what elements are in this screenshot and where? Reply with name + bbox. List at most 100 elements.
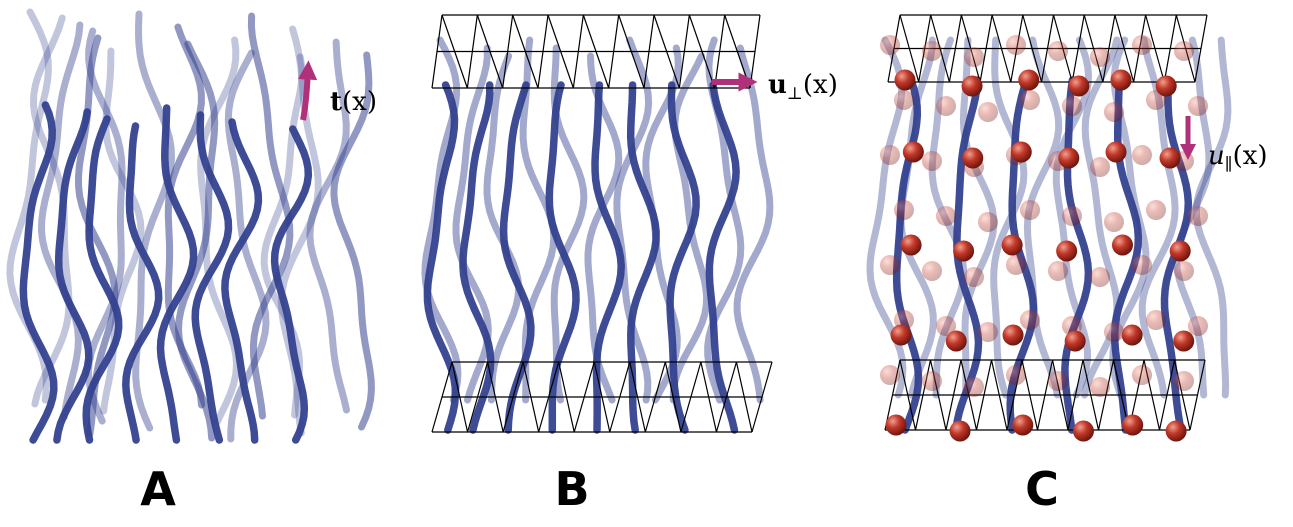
top-lattice-edge	[512, 14, 539, 89]
bead	[880, 145, 900, 165]
top-lattice-edge	[979, 14, 993, 83]
top-lattice-edge	[643, 14, 655, 89]
bottom-lattice-edge	[538, 361, 560, 433]
top-lattice-edge	[899, 14, 920, 83]
bead	[978, 322, 998, 342]
fiber-front	[19, 101, 58, 444]
bead	[1006, 365, 1026, 385]
bead	[978, 102, 998, 122]
bead	[978, 212, 998, 232]
bead	[1062, 96, 1082, 116]
bottom-lattice-edge	[1036, 359, 1054, 431]
bottom-lattice-edge	[573, 361, 595, 433]
bottom-lattice-edge	[629, 361, 646, 433]
top-lattice-edge	[1145, 14, 1165, 83]
bead	[1174, 41, 1194, 61]
bead	[1020, 90, 1040, 110]
bead	[1048, 371, 1068, 391]
panel-a-fibers	[6, 8, 375, 444]
bead	[1110, 69, 1132, 91]
bottom-lattice-edge	[700, 361, 718, 433]
bead	[1188, 96, 1208, 116]
top-lattice-edge	[582, 14, 610, 89]
fiber-back	[306, 38, 350, 414]
bottom-lattice-edge	[593, 361, 611, 433]
bead	[1010, 141, 1032, 163]
bead	[1174, 261, 1194, 281]
bead	[1188, 316, 1208, 336]
panel-label-a: A	[140, 462, 176, 516]
bead	[922, 261, 942, 281]
bead	[1090, 267, 1110, 287]
fiber-front	[1110, 76, 1143, 434]
bead	[1058, 147, 1080, 169]
bead	[962, 147, 984, 169]
bottom-lattice-edge	[466, 361, 489, 433]
bead	[922, 151, 942, 171]
bead	[1132, 145, 1152, 165]
top-lattice-edge	[618, 14, 645, 89]
panel-c-fibers	[866, 14, 1232, 442]
top-lattice-edge	[466, 14, 478, 89]
fiber-back	[613, 36, 653, 404]
top-lattice-edge	[1022, 14, 1043, 83]
fiber-back	[132, 10, 176, 432]
top-lattice-edge	[1071, 14, 1085, 83]
bottom-lattice-edge	[751, 361, 773, 433]
top-lattice-edge	[991, 14, 1012, 83]
bead	[894, 69, 916, 91]
bead	[880, 365, 900, 385]
bead	[1159, 147, 1181, 169]
bead	[890, 324, 912, 346]
bead	[1105, 141, 1127, 163]
fiber-front	[1061, 76, 1093, 434]
tangent-label: t(x)	[330, 87, 377, 117]
bottom-lattice-edge	[1173, 359, 1191, 431]
bottom-lattice-edge	[680, 361, 702, 433]
fiber-front	[191, 111, 233, 444]
bottom-lattice-edge	[522, 361, 540, 433]
bead	[936, 96, 956, 116]
bead	[1111, 234, 1133, 256]
bead	[964, 377, 984, 397]
fiber-front	[423, 81, 460, 434]
bottom-lattice-edge	[1082, 359, 1100, 431]
bead	[1169, 240, 1191, 262]
bead	[1001, 234, 1023, 256]
fiber-front	[270, 125, 313, 444]
bead	[1132, 255, 1152, 275]
panel-label-b: B	[554, 462, 589, 516]
bead	[1048, 41, 1068, 61]
bead	[961, 75, 983, 97]
top-lattice-edge	[1194, 14, 1208, 83]
bead	[936, 316, 956, 336]
bead	[894, 200, 914, 220]
bottom-lattice-edge	[1067, 359, 1084, 431]
top-lattice-edge	[608, 14, 620, 89]
bead	[1020, 200, 1040, 220]
bottom-lattice-edge	[664, 361, 682, 433]
fiber-front	[53, 108, 93, 444]
top-lattice-edge	[502, 14, 514, 89]
bead	[1012, 414, 1034, 436]
panel-b-fibers	[421, 14, 774, 434]
bead	[1048, 261, 1068, 281]
bottom-lattice-edge	[1158, 359, 1176, 431]
top-lattice-edge	[431, 14, 443, 89]
bottom-lattice-edge	[735, 361, 753, 433]
fiber-back	[421, 36, 462, 404]
bottom-lattice-edge	[1189, 359, 1206, 431]
fiber-back	[1052, 36, 1093, 399]
top-lattice-edge	[714, 14, 726, 89]
bottom-lattice-edge	[609, 361, 631, 433]
top-lattice-edge	[1040, 14, 1055, 83]
bead	[936, 206, 956, 226]
bead	[1165, 420, 1187, 442]
top-lattice-edge	[547, 14, 574, 89]
bead	[1002, 324, 1024, 346]
top-lattice-edge	[1083, 14, 1104, 83]
fiber-back	[452, 44, 492, 404]
parallel-displacement-label: u∥(x)	[1208, 141, 1268, 175]
bottom-lattice-edge	[990, 359, 1008, 431]
